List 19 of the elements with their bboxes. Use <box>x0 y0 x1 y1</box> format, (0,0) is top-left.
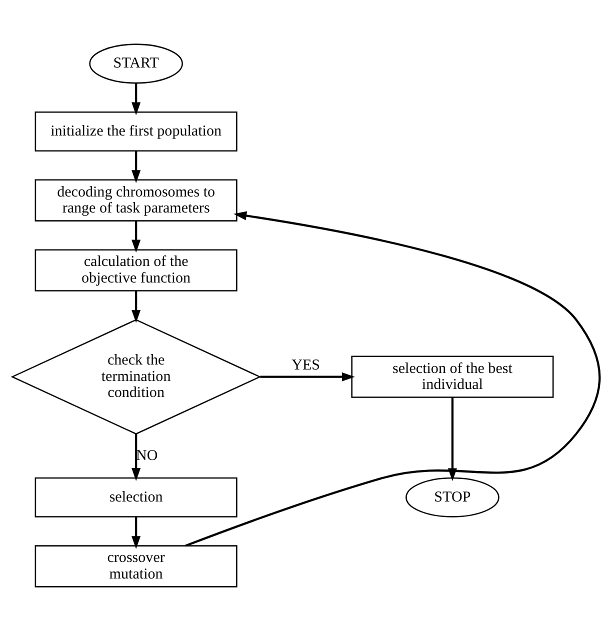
node-ellipse: START <box>89 43 183 84</box>
node-box: initialize the first population <box>34 110 238 151</box>
edge-label: NO <box>136 447 158 464</box>
node-box: selection of the best individual <box>351 355 554 398</box>
arrow <box>260 372 355 381</box>
node-box: crossover mutation <box>34 544 238 587</box>
arrow <box>132 220 141 252</box>
node-ellipse: STOP <box>406 476 500 517</box>
arrow <box>132 82 141 115</box>
arrow <box>132 516 141 549</box>
arrow <box>132 433 141 480</box>
node-box: decoding chromosomes to range of task parameters <box>34 178 238 221</box>
edge-label: YES <box>292 357 320 374</box>
node-box: calculation of the objective function <box>34 248 238 291</box>
arrow <box>185 210 601 546</box>
arrow <box>132 290 141 322</box>
node-box: selection <box>34 476 238 517</box>
arrow <box>132 150 141 183</box>
node-diamond: check the termination condition <box>10 318 262 434</box>
